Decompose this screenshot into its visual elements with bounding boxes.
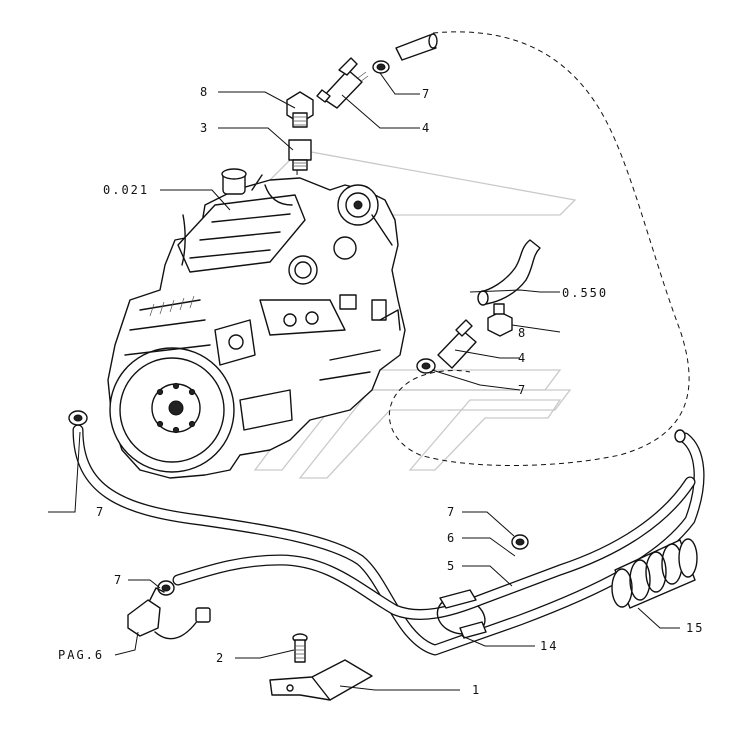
hose-elbow-mid <box>477 239 541 306</box>
part-4-connector-mid <box>437 319 477 369</box>
coolant-hoses <box>72 424 705 656</box>
callout-page-ref: PAG.6 <box>58 648 104 662</box>
callout-2: 2 <box>216 651 225 665</box>
part-4-connector-top <box>316 57 369 109</box>
callout-3: 3 <box>200 121 209 135</box>
callout-7-top: 7 <box>422 87 431 101</box>
callout-4-mid: 4 <box>518 351 527 365</box>
callout-6: 6 <box>447 531 456 545</box>
part-8-elbow-fitting-mid <box>487 303 513 337</box>
callout-7-left: 7 <box>96 505 105 519</box>
callout-7-lower: 7 <box>114 573 123 587</box>
callout-15: 15 <box>686 621 704 635</box>
part-7-clamp-left <box>68 410 88 426</box>
temperature-sensor <box>127 587 211 640</box>
callout-14: 14 <box>540 639 558 653</box>
callout-8-mid: 8 <box>518 326 527 340</box>
part-1-bracket-plate <box>269 659 373 701</box>
hose-sleeve-top <box>395 33 438 61</box>
engine-assembly <box>107 168 406 479</box>
part-14-hose-bracket <box>436 589 487 639</box>
callout-hose-group: 0.550 <box>562 286 608 300</box>
callout-engine: 0.021 <box>103 183 149 197</box>
callout-7-mid: 7 <box>518 383 527 397</box>
part-7-clamp-mid <box>416 358 436 374</box>
callout-5: 5 <box>447 559 456 573</box>
callout-1: 1 <box>472 683 481 697</box>
leader-lines <box>48 72 680 691</box>
callout-8-top: 8 <box>200 85 209 99</box>
part-3-adapter-fitting <box>288 139 312 171</box>
callout-labels: 8 3 7 4 0.021 0.550 8 4 7 7 7 6 5 7 PAG.… <box>58 85 704 697</box>
flywheel-bolts <box>156 382 196 434</box>
part-8-elbow-fitting-top <box>286 91 314 128</box>
callout-4-top: 4 <box>422 121 431 135</box>
part-7-clamp-lower-left <box>157 580 175 596</box>
part-7-clamp-right <box>511 534 529 550</box>
part-15-corrugated-sleeve <box>611 538 698 609</box>
part-2-bolt <box>292 633 308 663</box>
callout-7-right: 7 <box>447 505 456 519</box>
part-7-clamp-top <box>372 60 390 74</box>
